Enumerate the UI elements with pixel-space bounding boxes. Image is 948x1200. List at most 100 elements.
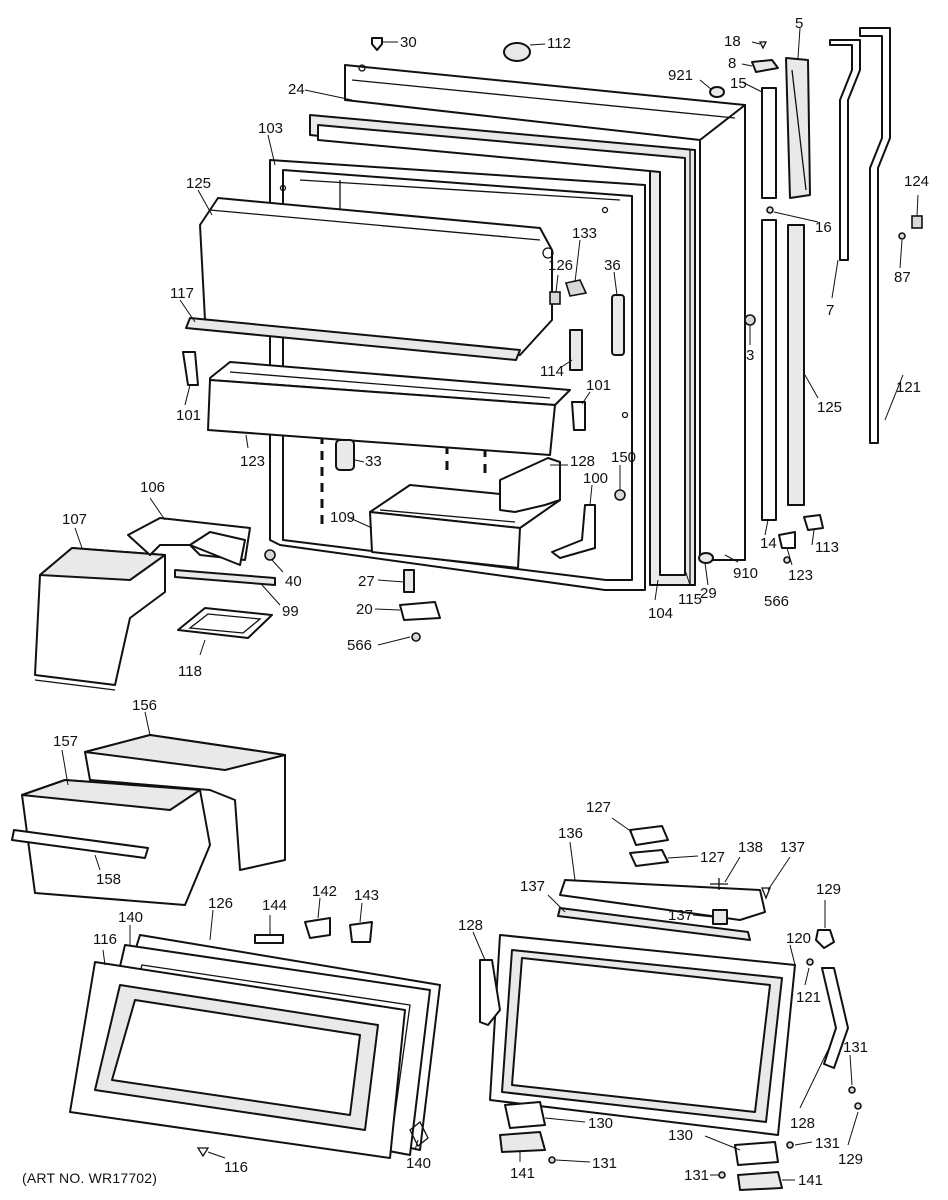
- clip-137: [712, 909, 728, 925]
- callout-144: 144: [262, 897, 287, 914]
- screw-131-lower: [718, 1171, 726, 1179]
- callout-141-right: 141: [798, 1172, 823, 1189]
- callout-140-bottom: 140: [406, 1155, 431, 1172]
- callout-124: 124: [904, 173, 929, 190]
- callout-116: 116: [93, 931, 117, 948]
- callout-109: 109: [330, 509, 355, 526]
- freezer-door-120: [489, 934, 796, 1136]
- callout-158: 158: [96, 871, 121, 888]
- callout-128: 128: [570, 453, 595, 470]
- screw-30: [371, 37, 383, 51]
- screw-131: [848, 1086, 856, 1094]
- shelf-support-bracket: [551, 504, 596, 559]
- door-hinge-121: [859, 27, 891, 444]
- hinge-128-left: [479, 959, 501, 1026]
- screw-18: [758, 41, 768, 50]
- callout-116-bottom: 116: [224, 1159, 248, 1176]
- pin-27: [403, 569, 415, 593]
- trim-strip-137: [557, 907, 751, 941]
- callout-30: 30: [400, 34, 417, 51]
- screw-566-right: [783, 556, 791, 564]
- cap-127: [629, 849, 669, 867]
- callout-921: 921: [668, 67, 693, 84]
- callout-117: 117: [170, 285, 194, 302]
- screw-116: [196, 1147, 210, 1158]
- callout-87: 87: [894, 269, 911, 286]
- plate-141-left: [499, 1131, 546, 1153]
- callout-131-right: 131: [843, 1039, 868, 1056]
- ice-bin-156: [84, 734, 286, 871]
- callout-131-hinge: 131: [815, 1135, 840, 1152]
- plug-29: [698, 552, 714, 564]
- callout-7: 7: [826, 302, 834, 319]
- callout-157: 157: [53, 733, 78, 750]
- callout-15: 15: [730, 75, 747, 92]
- stop-124: [911, 215, 923, 229]
- callout-40: 40: [285, 573, 302, 590]
- shelf-support-33: [335, 439, 355, 471]
- ice-tray-rail-99: [174, 569, 276, 586]
- callout-103: 103: [258, 120, 283, 137]
- hinge-130-right: [734, 1141, 779, 1166]
- freezer-door-outer-frame-116: [69, 961, 406, 1159]
- callout-123-right: 123: [788, 567, 813, 584]
- callout-123: 123: [240, 453, 265, 470]
- callout-138: 138: [738, 839, 763, 856]
- dairy-compartment-door: [185, 197, 554, 361]
- bin-bracket: [499, 457, 561, 513]
- screw-138: [710, 878, 728, 890]
- callout-14: 14: [760, 535, 777, 552]
- callout-133: 133: [572, 225, 597, 242]
- callout-121-freezer: 121: [796, 989, 821, 1006]
- callout-150: 150: [611, 449, 636, 466]
- screw-137: [761, 887, 771, 900]
- callout-137-clip: 137: [668, 907, 693, 924]
- callout-24: 24: [288, 81, 305, 98]
- ice-bucket-housing: [34, 547, 166, 691]
- callout-104: 104: [648, 605, 673, 622]
- callout-118: 118: [178, 663, 202, 680]
- callout-126-freezer: 126: [208, 895, 233, 912]
- part-143: [349, 921, 373, 943]
- ice-chute-bracket: [127, 517, 251, 566]
- hinge-shim-8: [751, 59, 779, 73]
- callout-115: 115: [678, 591, 702, 608]
- callout-18: 18: [724, 33, 741, 50]
- shelf-clip-left: [182, 351, 199, 386]
- callout-140: 140: [118, 909, 143, 926]
- cam-129: [815, 929, 835, 949]
- hinge-arm-128: [821, 967, 849, 1069]
- latch-126: [549, 291, 561, 305]
- screw-131-bottom: [548, 1156, 556, 1164]
- screw-150: [614, 489, 626, 501]
- callout-127: 127: [700, 849, 725, 866]
- callout-8: 8: [728, 55, 736, 72]
- callout-129: 129: [816, 881, 841, 898]
- screw-566: [411, 632, 421, 642]
- washer-129: [854, 1102, 862, 1110]
- callout-36: 36: [604, 257, 621, 274]
- door-trim-14: [761, 219, 777, 521]
- door-trim-125: [787, 224, 805, 506]
- bumper-40: [264, 549, 276, 561]
- ice-tray-118: [177, 607, 273, 639]
- callout-113: 113: [815, 539, 839, 556]
- screw-16: [766, 206, 774, 214]
- callout-29: 29: [700, 585, 717, 602]
- callout-910: 910: [733, 565, 758, 582]
- callout-137-strip: 137: [520, 878, 545, 895]
- callout-106: 106: [140, 479, 165, 496]
- callout-142: 142: [312, 883, 337, 900]
- callout-130-right: 130: [668, 1127, 693, 1144]
- shelf-post-36: [611, 294, 625, 356]
- callout-27: 27: [358, 573, 375, 590]
- callout-126: 126: [548, 257, 573, 274]
- callout-127-top: 127: [586, 799, 611, 816]
- plate-141-right: [737, 1171, 783, 1191]
- hinge-130-left: [504, 1101, 546, 1129]
- callout-101-left: 101: [176, 407, 201, 424]
- callout-128-right: 128: [790, 1115, 815, 1132]
- top-hinge-7: [829, 39, 861, 261]
